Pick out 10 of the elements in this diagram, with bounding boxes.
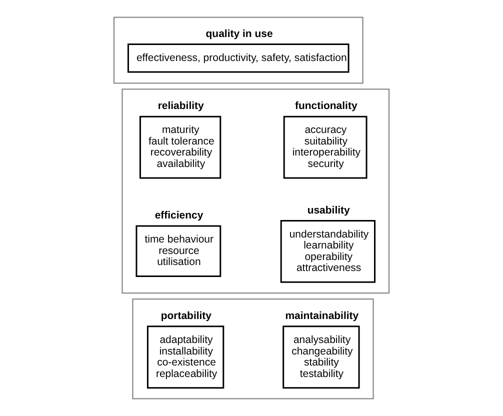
node-label: usability — [307, 205, 350, 216]
node-label: functionality — [294, 101, 358, 112]
node-label: efficiency — [154, 210, 204, 222]
cluster — [122, 88, 390, 294]
node-label: quality in use — [206, 28, 273, 40]
node-label: maintainability — [285, 311, 359, 322]
cluster — [113, 16, 364, 84]
cluster — [132, 298, 374, 400]
node-label: reliability — [158, 101, 204, 112]
node-label: portability — [160, 311, 212, 322]
